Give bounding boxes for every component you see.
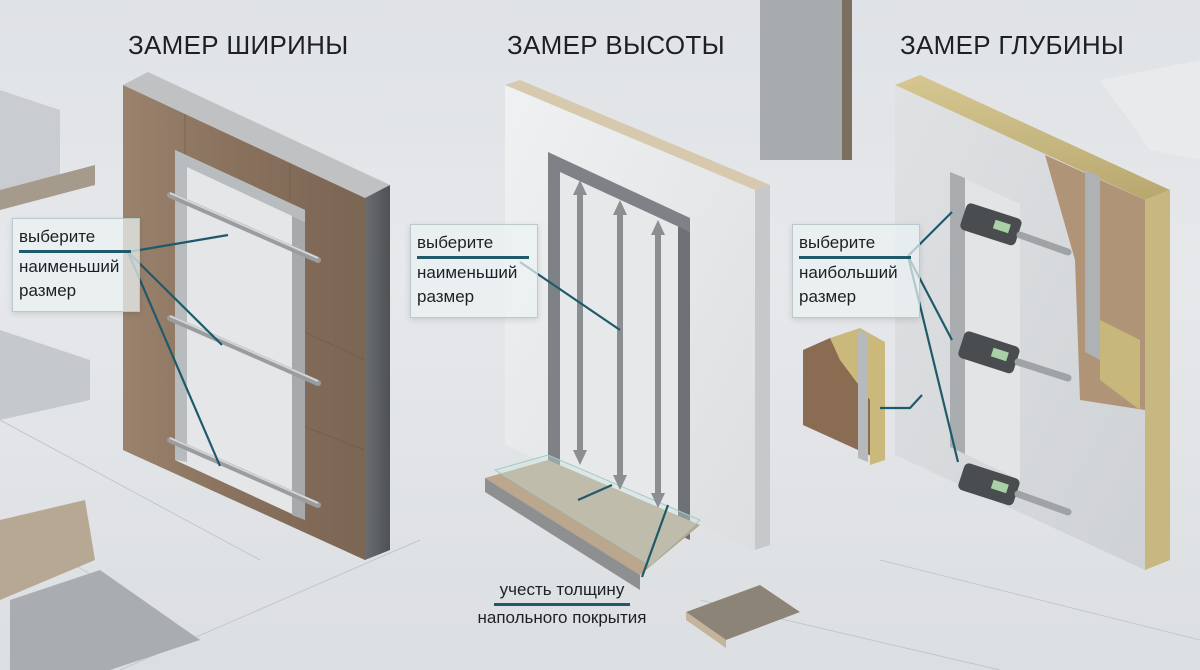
callout-width: выберите наименьший размер xyxy=(12,218,140,312)
callout-depth-line1: выберите xyxy=(799,231,911,259)
height-wall-illustration xyxy=(485,80,770,590)
title-width: ЗАМЕР ШИРИНЫ xyxy=(128,30,349,60)
callout-depth-line2: наибольший xyxy=(799,263,898,282)
callout-height: выберите наименьший размер xyxy=(410,224,538,318)
callout-height-line2: наименьший xyxy=(417,263,518,282)
note-line1: учесть толщину xyxy=(493,578,631,606)
callout-width-line3: размер xyxy=(19,281,77,300)
callout-width-line1: выберите xyxy=(19,225,131,253)
width-wall-illustration xyxy=(123,72,390,560)
callout-height-line1: выберите xyxy=(417,231,529,259)
callout-depth: выберите наибольший размер xyxy=(792,224,920,318)
title-depth: ЗАМЕР ГЛУБИНЫ xyxy=(900,30,1125,60)
caliper-icon xyxy=(167,192,321,508)
micrometer-icon xyxy=(958,203,1022,506)
depth-wall-illustration xyxy=(803,75,1170,570)
wall-section-sample xyxy=(803,328,885,465)
callout-width-line2: наименьший xyxy=(19,257,120,276)
note-line2: напольного покрытия xyxy=(477,608,647,627)
floor-thickness-note: учесть толщину напольного покрытия xyxy=(462,578,662,630)
callout-height-line3: размер xyxy=(417,287,475,306)
callout-depth-line3: размер xyxy=(799,287,857,306)
height-arrows xyxy=(577,190,661,498)
title-height: ЗАМЕР ВЫСОТЫ xyxy=(507,30,725,60)
